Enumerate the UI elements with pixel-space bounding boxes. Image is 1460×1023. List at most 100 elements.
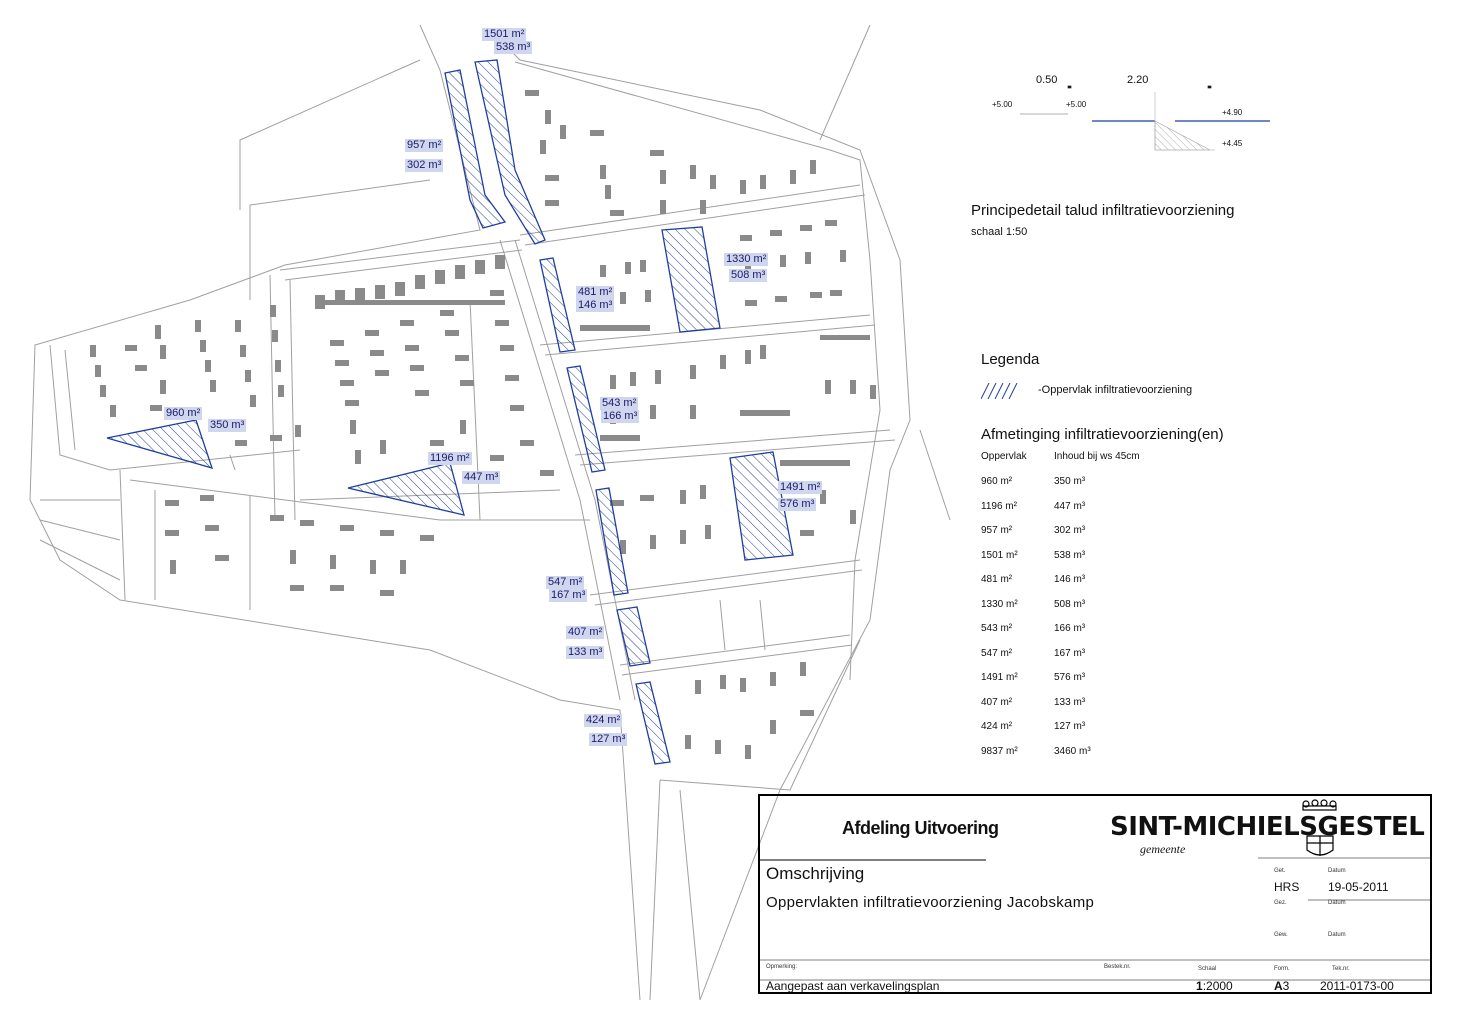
opmerking-value: Aangepast aan verkavelingsplan — [766, 979, 940, 993]
basin-481 — [539, 257, 576, 353]
row-area: 1491 m² — [981, 672, 1018, 683]
row-volume: 133 m³ — [1054, 696, 1086, 708]
dimensions-row: 543 m² 166 m³ — [981, 623, 1181, 637]
infiltration-areas — [106, 59, 794, 765]
label-area-424: 424 m² — [584, 714, 623, 727]
label-area-1491: 1491 m² — [778, 481, 823, 494]
buildings — [90, 90, 876, 759]
row-volume: 146 m³ — [1054, 574, 1086, 585]
dimensions-title: Afmetinging infiltratievoorziening(en) — [981, 426, 1224, 443]
get-value: HRS — [1274, 880, 1300, 894]
label-volume-127: 127 m³ — [589, 733, 628, 746]
basin-547 — [595, 487, 629, 596]
gez-label: Gez. — [1274, 900, 1287, 906]
row-area: 9837 m² — [981, 745, 1018, 757]
bestek-label: Bestek.nr. — [1104, 964, 1131, 970]
row-area: 543 m² — [981, 623, 1013, 634]
detail-scale: schaal 1:50 — [971, 226, 1028, 238]
row-area: 957 m² — [981, 525, 1013, 536]
dim-left: 0.50 — [1036, 74, 1058, 86]
teknr-value: 2011-0173-00 — [1320, 979, 1394, 993]
label-volume-167: 167 m³ — [549, 589, 588, 602]
row-volume: 576 m³ — [1054, 672, 1086, 683]
basin-957 — [444, 69, 507, 229]
label-area-1330: 1330 m² — [724, 253, 769, 266]
row-volume: 350 m³ — [1054, 476, 1086, 487]
label-volume-350: 350 m³ — [208, 419, 247, 432]
col-header-area: Oppervlak — [981, 451, 1027, 462]
roads — [29, 24, 951, 1001]
form-value: A3 — [1274, 979, 1290, 993]
row-area: 1196 m² — [981, 500, 1017, 512]
col-header-volume: Inhoud bij ws 45cm — [1054, 451, 1140, 462]
row-volume: 3460 m³ — [1054, 745, 1091, 757]
datum-label-3: Datum — [1328, 932, 1346, 938]
dimensions-row: 1196 m² 447 m³ — [981, 501, 1181, 515]
row-volume: 538 m³ — [1054, 549, 1086, 561]
organisation-subtitle: gemeente — [1140, 842, 1186, 856]
label-area-407: 407 m² — [566, 626, 605, 639]
label-volume-508: 508 m³ — [729, 269, 768, 282]
basin-960 — [106, 419, 214, 469]
dimensions-row: 960 m² 350 m³ — [981, 476, 1181, 490]
title-block-lines — [760, 857, 1430, 981]
datum-value: 19-05-2011 — [1328, 880, 1389, 894]
row-area: 1501 m² — [981, 549, 1018, 561]
get-label: Get. — [1274, 868, 1286, 874]
row-volume: 508 m³ — [1054, 598, 1086, 610]
basin-1196 — [347, 462, 465, 516]
schaal-label: Schaal — [1198, 966, 1217, 972]
dimensions-row: 424 m² 127 m³ — [981, 721, 1181, 735]
title-block: Afdeling Uitvoering SINT-MICHIELSGESTEL … — [758, 794, 1432, 994]
row-area: 547 m² — [981, 647, 1013, 659]
label-volume-447: 447 m³ — [462, 471, 501, 484]
row-volume: 166 m³ — [1054, 623, 1086, 634]
detail-section-drawing — [1020, 85, 1270, 151]
municipal-crest-icon — [1302, 799, 1337, 856]
department-name: Afdeling Uitvoering — [842, 818, 999, 838]
label-area-543: 543 m² — [600, 397, 639, 410]
label-area-547: 547 m² — [546, 576, 585, 589]
legend-hatch-swatch — [981, 383, 1018, 399]
label-area-1501: 1501 m² — [482, 28, 527, 41]
label-volume-538: 538 m³ — [494, 41, 533, 54]
opmerking-label: Opmerking: — [766, 964, 798, 970]
dimensions-row: 9837 m² 3460 m³ — [981, 746, 1181, 760]
level-2: +5.00 — [1066, 100, 1087, 109]
basin-543 — [566, 365, 606, 473]
label-volume-576: 576 m³ — [778, 498, 817, 511]
label-volume-146: 146 m³ — [576, 299, 615, 312]
label-area-481: 481 m² — [576, 286, 615, 299]
form-label: Form. — [1274, 966, 1290, 972]
row-area: 424 m² — [981, 721, 1013, 732]
schaal-value: 1:2000 — [1196, 979, 1233, 993]
level-1: +5.00 — [992, 100, 1013, 109]
dimensions-row: 957 m² 302 m³ — [981, 525, 1181, 539]
row-volume: 302 m³ — [1054, 525, 1086, 536]
level-3: +4.90 — [1222, 108, 1243, 117]
omschrijving-label: Omschrijving — [766, 864, 865, 883]
dimensions-row: 1491 m² 576 m³ — [981, 672, 1181, 686]
row-volume: 127 m³ — [1054, 721, 1086, 732]
label-area-1196: 1196 m² — [428, 452, 472, 465]
row-area: 481 m² — [981, 574, 1013, 585]
datum-label: Datum — [1328, 868, 1346, 874]
dimensions-row: 481 m² 146 m³ — [981, 574, 1181, 588]
gew-label: Gew. — [1274, 932, 1288, 938]
basin-407 — [616, 606, 651, 667]
dim-right: 2.20 — [1127, 74, 1149, 86]
label-volume-133: 133 m³ — [566, 646, 605, 659]
dimensions-row: 1501 m² 538 m³ — [981, 550, 1181, 564]
level-4: +4.45 — [1222, 139, 1243, 148]
row-volume: 447 m³ — [1054, 500, 1086, 512]
organisation-name: SINT-MICHIELSGESTEL — [1110, 812, 1425, 842]
detail-title: Principedetail talud infiltratievoorzien… — [971, 202, 1235, 219]
row-area: 960 m² — [981, 476, 1013, 487]
basin-424 — [635, 681, 671, 765]
basin-1501 — [474, 59, 546, 245]
legend-item-label: -Oppervlak infiltratievoorziening — [1038, 384, 1193, 396]
